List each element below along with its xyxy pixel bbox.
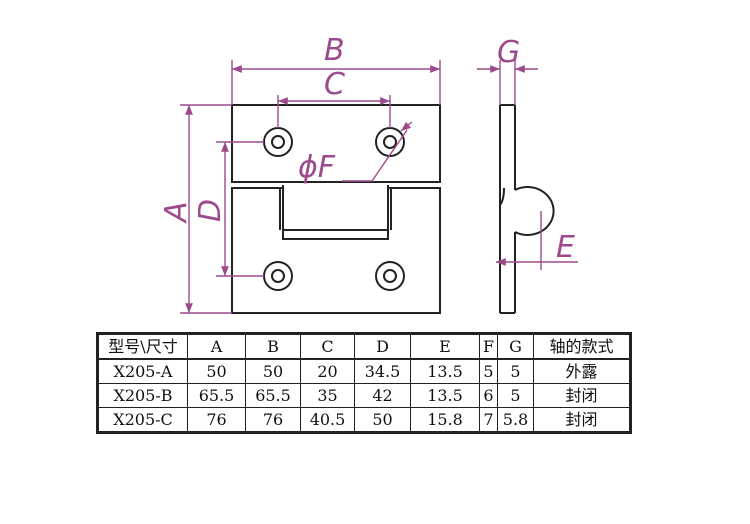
cell-c: 35 <box>300 383 355 408</box>
spec-table: 型号\尺寸 A B C D E F G 轴的款式 X205-A 50 50 20… <box>96 332 632 434</box>
header-shaft-style: 轴的款式 <box>533 333 631 360</box>
cell-model: X205-C <box>97 407 188 433</box>
cell-a: 76 <box>187 407 246 433</box>
cell-shaft-style: 封闭 <box>533 407 631 433</box>
header-c: C <box>300 333 355 360</box>
header-model-size: 型号\尺寸 <box>97 333 188 360</box>
cell-e: 15.8 <box>410 407 480 433</box>
cell-f: 7 <box>479 407 498 433</box>
header-g: G <box>497 333 534 360</box>
cell-model: X205-A <box>97 358 188 384</box>
cell-c: 20 <box>300 358 355 384</box>
cell-g: 5.8 <box>497 407 534 433</box>
cell-g: 5 <box>497 358 534 384</box>
hole-bottom-left <box>263 261 293 291</box>
cell-shaft-style: 外露 <box>533 358 631 384</box>
label-a: A <box>159 201 194 224</box>
hole-bottom-right <box>375 261 405 291</box>
cell-f: 6 <box>479 383 498 408</box>
header-d: D <box>354 333 411 360</box>
header-e: E <box>410 333 480 360</box>
header-a: A <box>187 333 246 360</box>
header-b: B <box>245 333 301 360</box>
cell-shaft-style: 封闭 <box>533 383 631 408</box>
label-d: D <box>193 199 228 222</box>
header-f: F <box>479 333 498 360</box>
label-c: C <box>324 67 345 102</box>
hinge-front-view <box>231 104 441 314</box>
cell-d: 50 <box>354 407 411 433</box>
knuckle-tongue <box>282 185 389 240</box>
table-row: X205-A 50 50 20 34.5 13.5 5 5 外露 <box>97 358 631 384</box>
cell-c: 40.5 <box>300 407 355 433</box>
label-e: E <box>556 230 575 265</box>
cell-d: 34.5 <box>354 358 411 384</box>
cell-e: 13.5 <box>410 383 480 408</box>
hinge-side-view <box>499 104 555 314</box>
hole-bottom-right-inner <box>383 269 397 283</box>
hole-top-right-inner <box>383 135 397 149</box>
hole-bottom-left-inner <box>271 269 285 283</box>
label-g: G <box>497 35 520 70</box>
knuckle-profile <box>514 186 555 236</box>
lower-leaf <box>231 187 441 314</box>
cell-a: 65.5 <box>187 383 246 408</box>
cell-model: X205-B <box>97 383 188 408</box>
cell-b: 50 <box>245 358 301 384</box>
cell-e: 13.5 <box>410 358 480 384</box>
cell-a: 50 <box>187 358 246 384</box>
dimension-lines <box>180 60 578 314</box>
upper-leaf <box>231 104 441 183</box>
hole-top-left-inner <box>271 135 285 149</box>
table-row: X205-B 65.5 65.5 35 42 13.5 6 5 封闭 <box>97 383 631 408</box>
dimension-labels: B C A D ϕF G E <box>159 33 575 265</box>
cell-g: 5 <box>497 383 534 408</box>
cell-b: 76 <box>245 407 301 433</box>
table-row: X205-C 76 76 40.5 50 15.8 7 5.8 封闭 <box>97 407 631 433</box>
hole-top-right <box>375 127 405 157</box>
cell-b: 65.5 <box>245 383 301 408</box>
label-b: B <box>324 33 345 68</box>
label-f: ϕF <box>298 150 336 185</box>
hole-top-left <box>263 127 293 157</box>
hinge-technical-drawing: B C A D ϕF G E <box>159 33 578 314</box>
cell-f: 5 <box>479 358 498 384</box>
table-header-row: 型号\尺寸 A B C D E F G 轴的款式 <box>97 333 631 360</box>
cell-d: 42 <box>354 383 411 408</box>
